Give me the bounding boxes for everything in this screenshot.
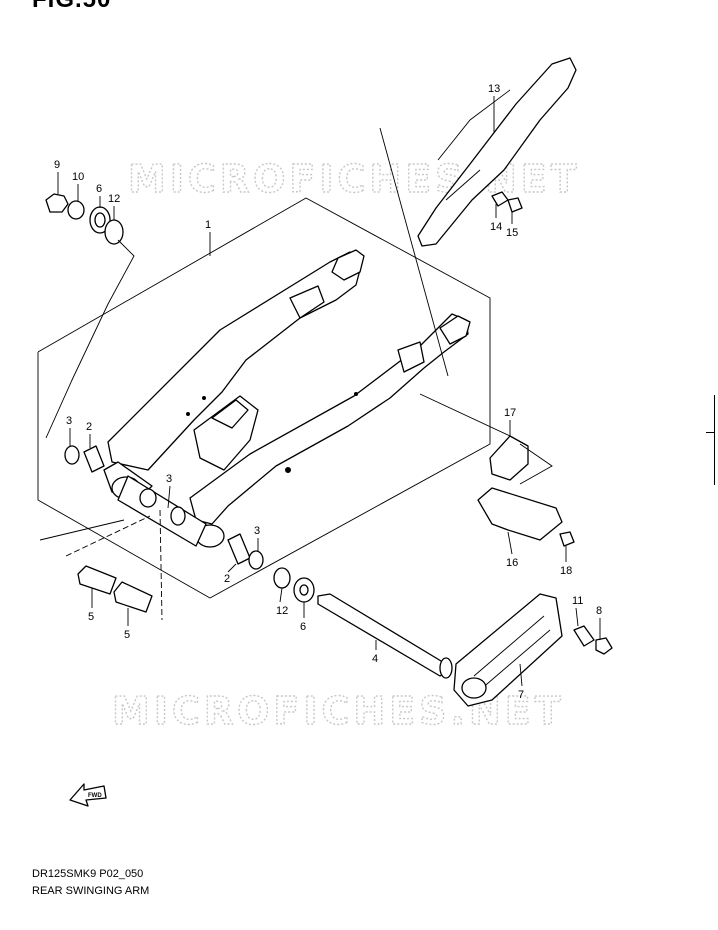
diagram-title: REAR SWINGING ARM [32, 885, 150, 897]
callout-11: 11 [572, 595, 583, 607]
callout-5a: 5 [88, 611, 94, 623]
callout-9: 9 [54, 159, 60, 171]
diagram-code: DR125SMK9 P02_050 [32, 868, 144, 880]
pivot-hardware-left [45, 193, 124, 245]
leader-17-b [519, 443, 553, 485]
swingarm [103, 249, 471, 548]
cushion-17 [489, 435, 529, 481]
watermark-top: MICROFICHES.NET [128, 157, 581, 201]
collar-11 [573, 625, 595, 647]
callout-6a: 6 [96, 183, 102, 195]
callout-10: 10 [72, 171, 84, 183]
washer-12-lower [273, 567, 291, 589]
bushing-6-lower-hole [299, 584, 309, 596]
callout-6b: 6 [300, 621, 306, 633]
callout-7: 7 [518, 689, 524, 701]
pivot-shaft-4 [317, 593, 447, 677]
collar-5-right [113, 581, 153, 613]
figure-label: FIG.50 [32, 0, 111, 14]
screw-15 [507, 197, 523, 213]
callout-18: 18 [560, 565, 572, 577]
pivot-shaft-head [439, 657, 453, 679]
callout-3c: 3 [254, 525, 260, 537]
page-edge-mark [714, 395, 715, 485]
callout-12a: 12 [108, 193, 120, 205]
callout-14: 14 [490, 221, 502, 233]
bracket-16 [477, 487, 563, 541]
leader-collar-vertical [159, 509, 163, 621]
fwd-label: FWD [88, 793, 102, 799]
callout-2b: 2 [224, 573, 230, 585]
leader-13 [379, 127, 449, 377]
footer: DR125SMK9 P02_050 REAR SWINGING ARM [32, 866, 149, 900]
washer-3-left [64, 445, 80, 465]
callout-2a: 2 [86, 421, 92, 433]
part-1-boundary [37, 197, 491, 599]
chain-buffer-eye [461, 677, 487, 699]
callout-15: 15 [506, 227, 518, 239]
leader-12-top [45, 239, 135, 439]
bolt-8 [595, 637, 613, 655]
callout-leaders [57, 96, 601, 687]
callout-16: 16 [506, 557, 518, 569]
chain-buffer-7 [453, 593, 563, 707]
chain-guard-detail [437, 89, 511, 201]
washer-3-right-b [248, 550, 264, 570]
chain-guard-13 [417, 57, 577, 247]
callout-5b: 5 [124, 629, 130, 641]
chain-buffer-ribs [473, 615, 551, 691]
washer-3-mid [139, 488, 157, 508]
callout-3b: 3 [166, 473, 172, 485]
bearing-2-right [227, 533, 251, 565]
callout-13: 13 [488, 83, 500, 95]
page-edge-tick [706, 432, 714, 433]
leader-collar-lower [39, 519, 125, 541]
callout-1: 1 [205, 219, 211, 231]
callout-4: 4 [372, 653, 378, 665]
callout-3a: 3 [66, 415, 72, 427]
bolt-18 [559, 531, 575, 547]
fwd-arrow: FWD [69, 783, 107, 807]
leader-collar-upper [65, 515, 151, 557]
callout-17: 17 [504, 407, 516, 419]
callout-12b: 12 [276, 605, 288, 617]
callout-numbers: 1 2 2 3 3 3 4 5 5 6 6 7 8 9 10 11 12 12 … [54, 83, 602, 701]
callout-8: 8 [596, 605, 602, 617]
collar-5-left [77, 565, 117, 595]
leader-17 [419, 393, 511, 437]
bearing-2-left [83, 445, 105, 473]
washer-3-right-a [170, 506, 186, 526]
